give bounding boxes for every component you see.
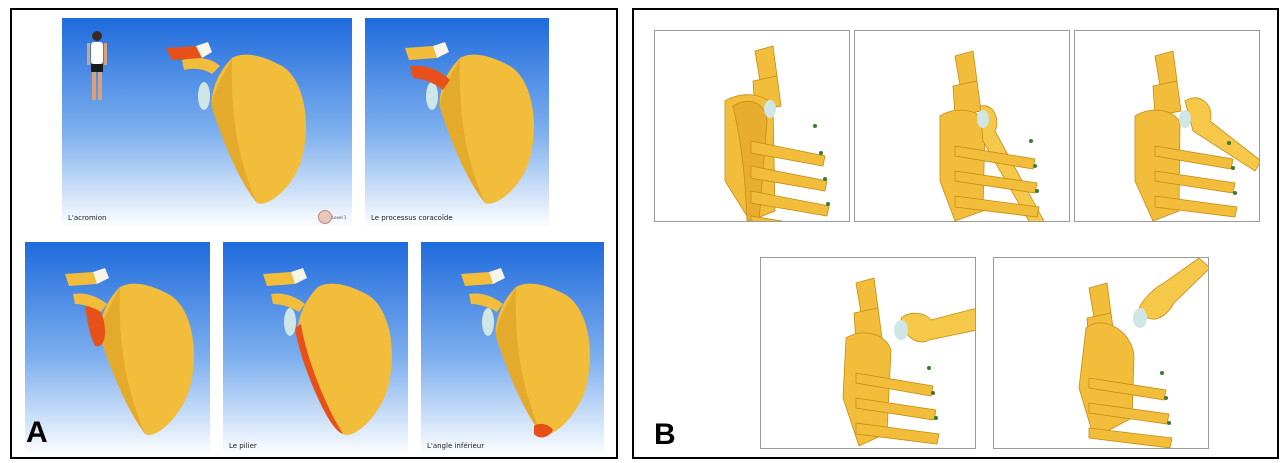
- caption-pillar: Le pilier: [229, 442, 257, 450]
- panel-a: L'acromion Level 1 Le processus coracoïd…: [10, 8, 618, 459]
- skeleton-45-abduction-graphic: [1075, 31, 1260, 222]
- panel-b: B: [632, 8, 1279, 459]
- tile-inferior-angle-graphic: [421, 242, 604, 456]
- tile-glenoid-graphic: [25, 242, 210, 456]
- skeleton-full-elevation-graphic: [994, 258, 1209, 449]
- skeleton-rest-graphic: [655, 31, 850, 222]
- skeleton-view-45-abduction: [1074, 30, 1260, 222]
- skeleton-90-abduction-graphic: [761, 258, 976, 449]
- tile-acromion: L'acromion Level 1: [62, 18, 352, 228]
- caption-inferior-angle: L'angle inférieur: [427, 442, 484, 450]
- skeleton-view-90-abduction: [760, 257, 976, 449]
- tile-inferior-angle: L'angle inférieur: [421, 242, 604, 456]
- caption-acromion: L'acromion: [68, 214, 106, 222]
- panel-b-letter: B: [654, 420, 676, 450]
- panel-a-letter: A: [26, 418, 48, 448]
- tile-pillar-graphic: [223, 242, 408, 456]
- level-badge-icon: [318, 210, 332, 224]
- tile-coracoid-graphic: [365, 18, 549, 228]
- skeleton-view-slight-abduction: [854, 30, 1070, 222]
- tile-coracoid: Le processus coracoïde: [365, 18, 549, 228]
- tile-glenoid: [25, 242, 210, 456]
- tile-acromion-graphic: [62, 18, 352, 228]
- level-badge-label: Level 1: [332, 215, 346, 220]
- skeleton-view-full-elevation: [993, 257, 1209, 449]
- caption-coracoid: Le processus coracoïde: [371, 214, 453, 222]
- tile-pillar: Le pilier: [223, 242, 408, 456]
- skeleton-slight-abduction-graphic: [855, 31, 1070, 222]
- skeleton-view-rest: [654, 30, 850, 222]
